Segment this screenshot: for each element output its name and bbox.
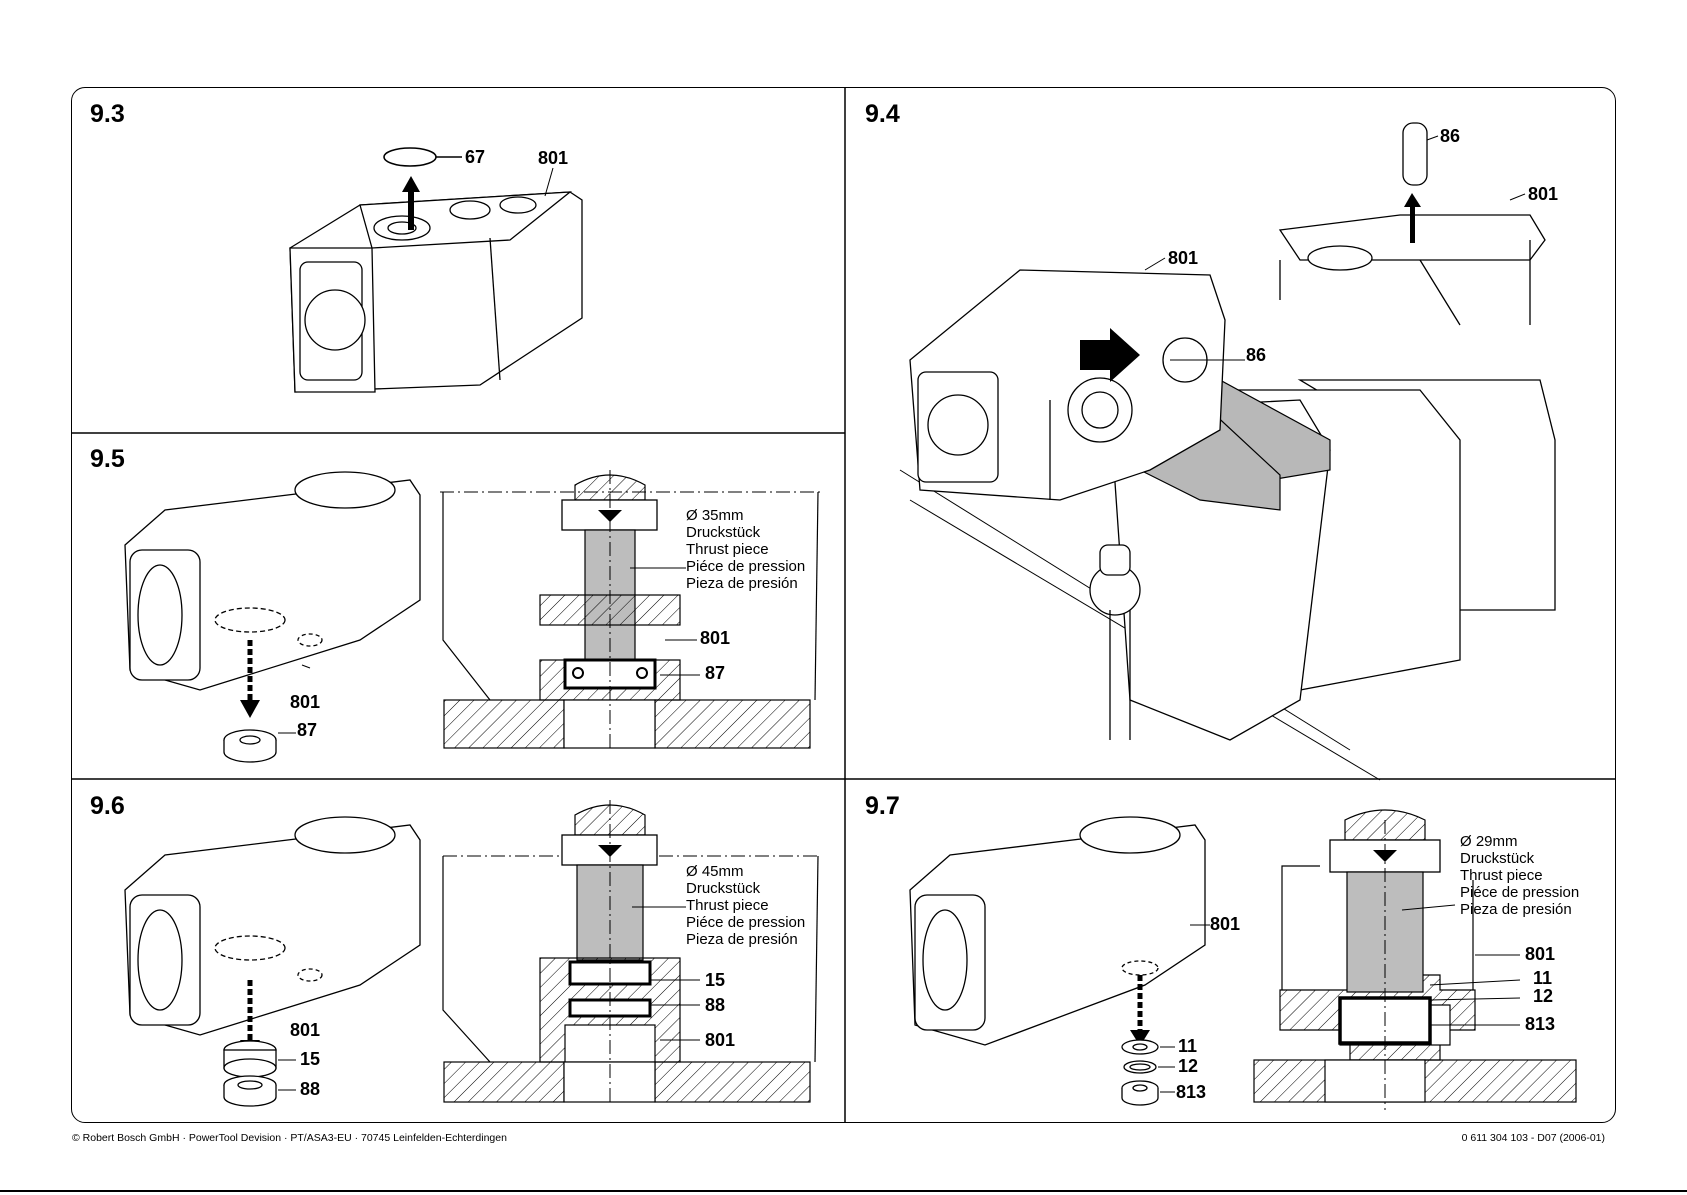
bearing-813	[1121, 1080, 1159, 1106]
callout-801-section: 801	[705, 1030, 736, 1050]
housing-illustration-9-6	[124, 816, 421, 1036]
spec-line: Pieza de presión	[686, 575, 798, 592]
callout-87-section: 87	[705, 663, 726, 683]
spec-line: Pieza de presión	[1460, 901, 1572, 918]
spec-line: Pieza de presión	[686, 931, 798, 948]
needle-bearing-15	[223, 1040, 277, 1078]
footer-copyright: © Robert Bosch GmbH · PowerTool Devision…	[72, 1132, 507, 1144]
spec-text-9-7: Ø 29mm Druckstück Thrust piece Piéce de …	[1460, 833, 1579, 918]
spec-line: Piéce de pression	[686, 558, 806, 575]
bearing-87	[223, 729, 277, 763]
callout-801-section: 801	[1525, 944, 1556, 964]
callout-11-section: 11	[1533, 968, 1553, 988]
housing-illustration-9-5	[124, 471, 421, 691]
panel-title-9-4: 9.4	[865, 100, 900, 128]
panel-title-9-7: 9.7	[865, 792, 900, 820]
arrow-up-9-4	[1404, 193, 1421, 243]
spec-line: Thrust piece	[1460, 867, 1543, 884]
callout-86-pin: 86	[1246, 345, 1267, 365]
callout-67: 67	[465, 147, 486, 167]
spec-line: Piéce de pression	[1460, 884, 1580, 901]
spec-line: Ø 29mm	[1460, 833, 1518, 850]
bottom-rule	[0, 1190, 1687, 1192]
callout-801-section: 801	[700, 628, 731, 648]
spec-line: Druckstück	[1460, 850, 1535, 867]
spec-line: Ø 35mm	[686, 507, 744, 524]
callout-801-housing: 801	[1210, 914, 1241, 934]
panel-title-9-6: 9.6	[90, 792, 125, 820]
callout-11-washer: 11	[1178, 1036, 1198, 1056]
callout-813-bearing: 813	[1176, 1082, 1207, 1102]
spec-text-9-5: Ø 35mm Druckstück Thrust piece Piéce de …	[686, 507, 805, 592]
panel-dividers	[71, 87, 1616, 1123]
press-section-9-5	[440, 470, 820, 750]
retaining-ring-67	[383, 147, 462, 167]
callout-801: 801	[538, 148, 569, 168]
callout-12-section: 12	[1533, 986, 1554, 1006]
callout-801-housing: 801	[290, 692, 321, 712]
callout-88-seal: 88	[300, 1079, 321, 1099]
panel-title-9-5: 9.5	[90, 445, 125, 473]
spec-line: Druckstück	[686, 524, 761, 541]
housing-illustration-9-3	[289, 191, 583, 393]
callout-801-housing: 801	[1168, 248, 1199, 268]
spec-line: Piéce de pression	[686, 914, 806, 931]
spec-line: Thrust piece	[686, 897, 769, 914]
callout-88-section: 88	[705, 995, 726, 1015]
seal-88	[223, 1075, 277, 1107]
spec-line: Ø 45mm	[686, 863, 744, 880]
callout-801-detail: 801	[1528, 184, 1559, 204]
spec-line: Druckstück	[686, 880, 761, 897]
footer-document-number: 0 611 304 103 - D07 (2006-01)	[1461, 1132, 1605, 1144]
callout-87-bearing: 87	[297, 720, 318, 740]
housing-illustration-9-7	[909, 816, 1206, 1046]
callout-15-bearing: 15	[300, 1049, 321, 1069]
page-frame	[71, 87, 1616, 1123]
spec-line: Thrust piece	[686, 541, 769, 558]
washer-11	[1121, 1039, 1159, 1055]
arrow-up-9-3	[402, 176, 420, 230]
spec-text-9-6: Ø 45mm Druckstück Thrust piece Piéce de …	[686, 863, 805, 948]
housing-illustration-9-4	[909, 269, 1226, 501]
press-section-9-7	[1253, 809, 1577, 1110]
callout-813-section: 813	[1525, 1014, 1556, 1034]
press-section-9-6	[442, 800, 820, 1105]
callout-801-housing: 801	[290, 1020, 321, 1040]
callout-15-section: 15	[705, 970, 726, 990]
panel-title-9-3: 9.3	[90, 100, 125, 128]
callout-12-washer: 12	[1178, 1056, 1199, 1076]
washer-12	[1123, 1060, 1157, 1074]
callout-86-top: 86	[1440, 126, 1461, 146]
push-arrow	[1080, 328, 1140, 382]
